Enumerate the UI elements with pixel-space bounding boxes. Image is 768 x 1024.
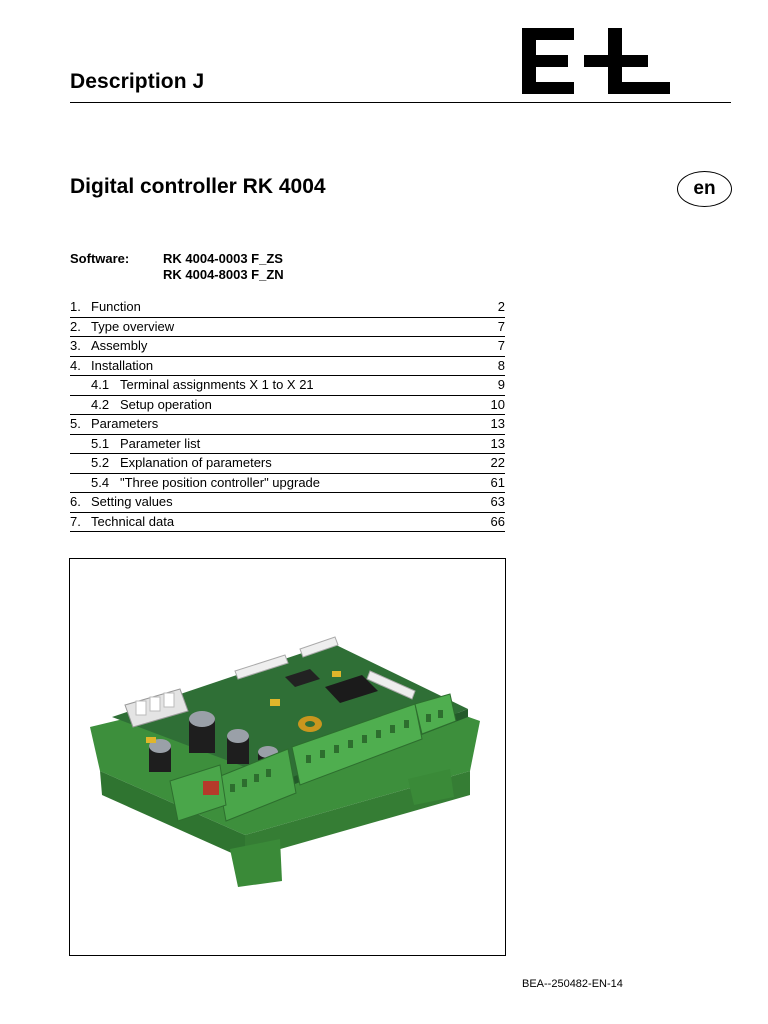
toc-page: 66 xyxy=(490,513,505,529)
toc-number: 1. xyxy=(70,299,81,314)
toc-label: Function xyxy=(91,299,141,314)
toc-entry[interactable]: 4. Installation 8 xyxy=(70,357,505,376)
circuit-board-photo xyxy=(90,636,480,887)
toc-page: 2 xyxy=(497,299,505,314)
product-photo-frame xyxy=(69,558,506,956)
toc-page: 13 xyxy=(490,416,505,431)
toc-number: 4.1 xyxy=(91,377,110,392)
software-label: Software: xyxy=(70,251,130,266)
software-version: RK 4004-0003 F_ZS xyxy=(163,251,283,266)
toc-subentry[interactable]: 5.1 Parameter list 13 xyxy=(70,435,505,454)
toc-label: Setting values xyxy=(91,494,173,509)
toc-entry[interactable]: 6. Setting values 63 xyxy=(70,493,505,513)
toc-page: 22 xyxy=(490,455,505,470)
toc-page: 13 xyxy=(490,435,505,451)
product-title: Digital controller RK 4004 xyxy=(70,175,326,198)
toc-label: "Three position controller" upgrade xyxy=(120,474,321,490)
toc-number: 7. xyxy=(70,513,81,529)
toc-number: 5.2 xyxy=(91,455,110,470)
toc-label: Parameters xyxy=(91,416,159,431)
toc-label: Terminal assignments X 1 to X 21 xyxy=(120,377,314,392)
toc-page: 9 xyxy=(497,377,505,392)
toc-subentry[interactable]: 5.2 Explanation of parameters 22 xyxy=(70,454,505,474)
header-divider xyxy=(70,102,731,103)
software-versions: RK 4004-0003 F_ZS RK 4004-8003 F_ZN xyxy=(163,251,284,283)
toc-subentry[interactable]: 4.2 Setup operation 10 xyxy=(70,396,505,415)
company-logo xyxy=(522,28,670,94)
toc-entry[interactable]: 2. Type overview 7 xyxy=(70,318,505,337)
document-code: BEA--250482-EN-14 xyxy=(522,978,623,990)
toc-page: 63 xyxy=(490,494,505,509)
toc-entry[interactable]: 5. Parameters 13 xyxy=(70,415,505,435)
toc-number: 4.2 xyxy=(91,396,110,412)
toc-number: 5.4 xyxy=(91,474,110,490)
toc-number: 5. xyxy=(70,416,81,431)
toc-entry[interactable]: 3. Assembly 7 xyxy=(70,337,505,357)
language-badge: en xyxy=(677,171,732,207)
toc-number: 5.1 xyxy=(91,435,110,451)
toc-page: 7 xyxy=(497,318,505,334)
document-type-title: Description J xyxy=(70,70,205,93)
toc-number: 3. xyxy=(70,338,81,353)
toc-number: 6. xyxy=(70,494,81,509)
toc-label: Explanation of parameters xyxy=(120,455,272,470)
toc-entry[interactable]: 1. Function 2 xyxy=(70,298,505,318)
software-version: RK 4004-8003 F_ZN xyxy=(163,267,284,282)
toc-number: 4. xyxy=(70,357,81,373)
toc-label: Parameter list xyxy=(120,435,201,451)
toc-label: Technical data xyxy=(91,513,175,529)
toc-page: 10 xyxy=(490,396,505,412)
toc-page: 7 xyxy=(497,338,505,353)
toc-label: Setup operation xyxy=(120,396,212,412)
toc-label: Installation xyxy=(91,357,154,373)
toc-page: 61 xyxy=(490,474,505,490)
toc-subentry[interactable]: 4.1 Terminal assignments X 1 to X 21 9 xyxy=(70,376,505,396)
table-of-contents: 1. Function 2 2. Type overview 7 3. Asse… xyxy=(70,298,505,532)
toc-page: 8 xyxy=(497,357,505,373)
toc-label: Assembly xyxy=(91,338,148,353)
toc-label: Type overview xyxy=(91,318,175,334)
toc-subentry[interactable]: 5.4 "Three position controller" upgrade … xyxy=(70,474,505,493)
toc-number: 2. xyxy=(70,318,81,334)
toc-entry[interactable]: 7. Technical data 66 xyxy=(70,513,505,532)
